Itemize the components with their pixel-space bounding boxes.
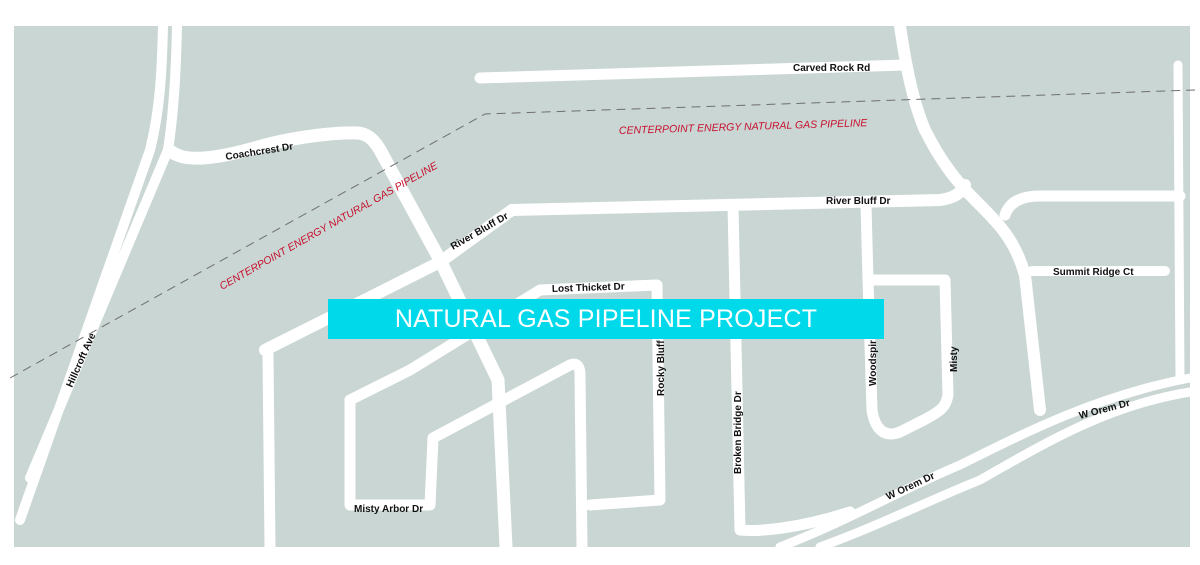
pipeline-route-line bbox=[9, 89, 1196, 379]
road-river-bluff-dr bbox=[259, 179, 971, 356]
street-label-river-bluff-dr-east: River Bluff Dr bbox=[826, 196, 891, 207]
road-broken-bridge-dr bbox=[727, 200, 856, 536]
project-title-text: NATURAL GAS PIPELINE PROJECT bbox=[394, 304, 818, 333]
road-network bbox=[15, 20, 1195, 554]
road-hillcroft-ave-west bbox=[15, 21, 168, 525]
road-east-branch bbox=[999, 190, 1186, 221]
road-lost-thicket-upper bbox=[344, 279, 666, 511]
road-w-orem-dr-north bbox=[775, 373, 1195, 552]
road-hillcroft-ave-east bbox=[25, 21, 182, 483]
road-coachcrest-dr bbox=[165, 126, 513, 554]
street-label-lost-thicket-dr: Lost Thicket Dr bbox=[552, 281, 625, 295]
road-carved-rock-rd bbox=[474, 59, 911, 84]
street-label-misty-arbor-dr: Misty Arbor Dr bbox=[354, 504, 423, 515]
road-w-orem-dr-south bbox=[815, 387, 1195, 552]
road-woodspir-misty-loop bbox=[860, 199, 954, 440]
street-label-misty: Misty bbox=[949, 346, 960, 372]
street-label-carved-rock-rd: Carved Rock Rd bbox=[793, 63, 870, 74]
road-far-east-vertical bbox=[1173, 60, 1185, 385]
street-label-broken-bridge-dr: Broken Bridge Dr bbox=[733, 391, 744, 474]
road-east-arterial bbox=[894, 20, 1046, 416]
road-lost-thicket-dr bbox=[344, 358, 588, 553]
street-label-woodspir: Woodspir bbox=[868, 340, 879, 386]
street-label-rocky-bluff: Rocky Bluff bbox=[656, 340, 667, 396]
street-label-summit-ridge-ct: Summit Ridge Ct bbox=[1053, 267, 1134, 278]
road-west-loop bbox=[262, 349, 276, 553]
project-title-banner: NATURAL GAS PIPELINE PROJECT bbox=[328, 299, 884, 339]
